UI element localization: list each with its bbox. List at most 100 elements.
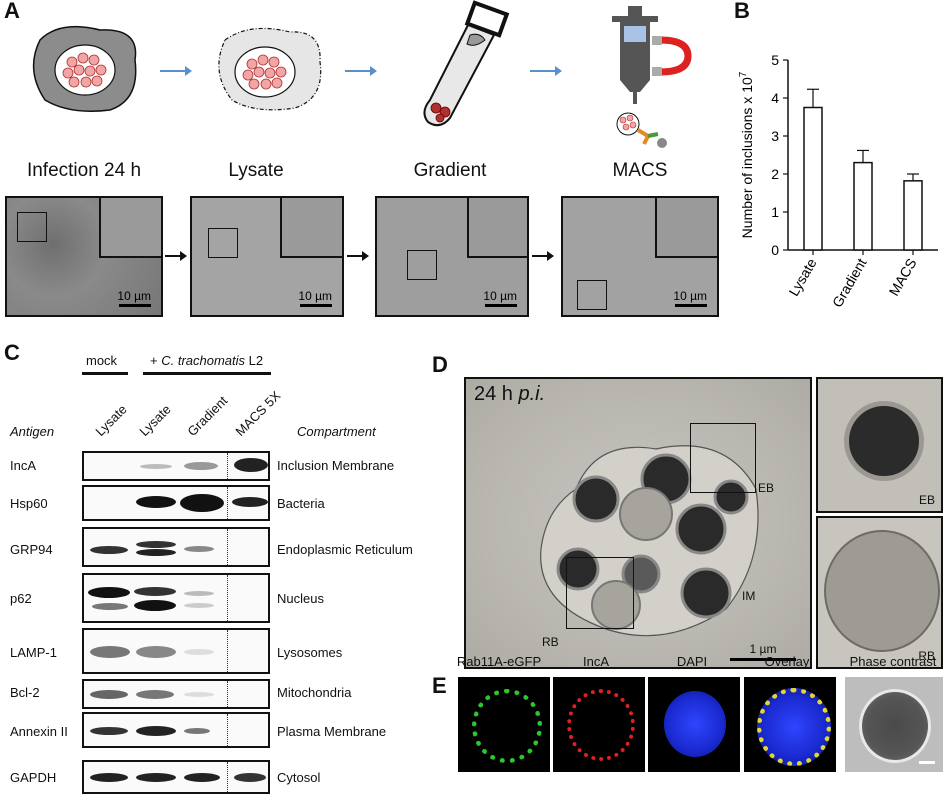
blot-row-hsp60 — [82, 485, 270, 521]
bar — [853, 161, 873, 251]
gradient-tube-illustration — [423, 0, 510, 127]
eb-particle — [844, 401, 924, 481]
compartment-label: Mitochondria — [277, 685, 352, 700]
zoom-inset — [99, 198, 161, 258]
flow-arrow-2 — [347, 251, 369, 261]
compartment-header: Compartment — [297, 424, 376, 439]
process-arrow-3 — [530, 66, 562, 76]
blot-row-gapdh — [82, 760, 270, 794]
antigen-label: Annexin II — [10, 724, 68, 739]
roi-box — [577, 280, 607, 310]
roi-box — [407, 250, 437, 280]
roi-rb — [566, 557, 634, 629]
antigen-label: LAMP-1 — [10, 645, 57, 660]
y-tick-label: 0 — [771, 242, 779, 258]
antigen-label: p62 — [10, 591, 32, 606]
rb-particle — [824, 530, 940, 652]
stage-label-lysate: Lysate — [228, 160, 284, 181]
macs-column-illustration — [612, 6, 692, 148]
stage-label-infection: Infection 24 h — [26, 160, 142, 181]
y-tick-label: 3 — [771, 128, 779, 144]
x-tick-label: Lysate — [785, 255, 819, 298]
scale-bar: 10 µm — [483, 289, 517, 307]
em-overview: 24 h p.i. EB RB IM 1 µm — [464, 377, 812, 669]
column-label: Lysate — [136, 401, 174, 439]
compartment-label: Inclusion Membrane — [277, 458, 395, 473]
em-time-label: 24 h p.i. — [474, 383, 546, 405]
roi-eb — [690, 423, 756, 493]
blot-row-lamp1 — [82, 628, 270, 674]
label-rb: RB — [542, 635, 559, 649]
label-eb: EB — [758, 481, 775, 495]
column-label: Gradient — [184, 393, 231, 439]
em-zoom-rb: RB — [816, 516, 943, 669]
em-zoom-eb: EB — [816, 377, 943, 513]
process-arrow-1 — [160, 66, 192, 76]
em-inclusion-drawing — [540, 445, 759, 637]
zoom-inset — [655, 198, 717, 258]
antigen-label: GAPDH — [10, 770, 57, 785]
flow-arrow-1 — [165, 251, 187, 261]
zoom-inset — [280, 198, 342, 258]
stage-label-macs: MACS — [612, 160, 668, 181]
compartment-label: Cytosol — [277, 770, 321, 785]
stage-label-gradient: Gradient — [413, 160, 487, 181]
zoom-label-rb: RB — [918, 649, 935, 663]
panel-d-letter: D — [432, 352, 448, 377]
bar — [803, 106, 823, 251]
bar — [903, 180, 923, 251]
fluor-overlay — [744, 677, 836, 772]
channel-label: Phase contrast — [849, 654, 937, 669]
fluor-dapi — [648, 677, 740, 772]
micrograph-lysate: 10 µm — [190, 196, 344, 317]
antigen-label: IncA — [10, 458, 37, 473]
micrograph-macs: 10 µm — [561, 196, 719, 317]
antigen-label: GRP94 — [10, 542, 53, 557]
panel-a-schematic — [32, 0, 692, 148]
fluor-rab11a — [458, 677, 550, 772]
compartment-label: Nucleus — [277, 591, 324, 606]
panel-c-letter: C — [4, 340, 20, 365]
x-tick-label: Gradient — [829, 255, 870, 310]
blot-row-p62 — [82, 573, 270, 623]
group-mock-bar — [82, 372, 128, 375]
x-tick-label: MACS — [886, 256, 920, 299]
panel-e-letter: E — [432, 673, 447, 698]
phase-scale-bar — [919, 761, 935, 764]
group-mock-label: mock — [86, 353, 118, 368]
panel-b-letter: B — [734, 0, 750, 23]
group-infected-label: + C. trachomatis L2 — [150, 353, 264, 368]
panel-a-letter: A — [4, 0, 20, 23]
y-tick-label: 4 — [771, 90, 779, 106]
column-label: MACS 5X — [232, 388, 284, 439]
column-label: Lysate — [92, 401, 130, 439]
antigen-label: Bcl-2 — [10, 685, 40, 700]
zoom-inset — [467, 198, 527, 258]
roi-box — [208, 228, 238, 258]
em-scale-bar: 1 µm — [730, 642, 796, 661]
infected-cell-illustration — [32, 25, 137, 112]
channel-label: IncA — [582, 654, 609, 669]
blot-row-inca — [82, 451, 270, 481]
fluor-phase — [845, 677, 943, 772]
blot-row-bcl2 — [82, 679, 270, 709]
fluor-inca — [553, 677, 645, 772]
scale-bar: 10 µm — [298, 289, 332, 307]
compartment-label: Endoplasmic Reticulum — [277, 542, 413, 557]
y-axis-label: Number of inclusions x 107 — [738, 71, 755, 238]
y-tick-label: 5 — [771, 52, 779, 68]
lysed-cell-illustration — [218, 27, 322, 111]
blot-row-grp94 — [82, 527, 270, 567]
y-axis-label-exponent: 7 — [738, 71, 749, 77]
y-tick-label: 1 — [771, 204, 779, 220]
channel-label: DAPI — [676, 654, 708, 669]
scale-bar: 10 µm — [117, 289, 151, 307]
group-infected-bar — [143, 372, 271, 375]
compartment-label: Bacteria — [277, 496, 325, 511]
micrograph-gradient: 10 µm — [375, 196, 529, 317]
zoom-label-eb: EB — [918, 493, 935, 507]
compartment-label: Plasma Membrane — [277, 724, 387, 739]
flow-arrow-3 — [532, 251, 554, 261]
label-im: IM — [742, 589, 756, 603]
